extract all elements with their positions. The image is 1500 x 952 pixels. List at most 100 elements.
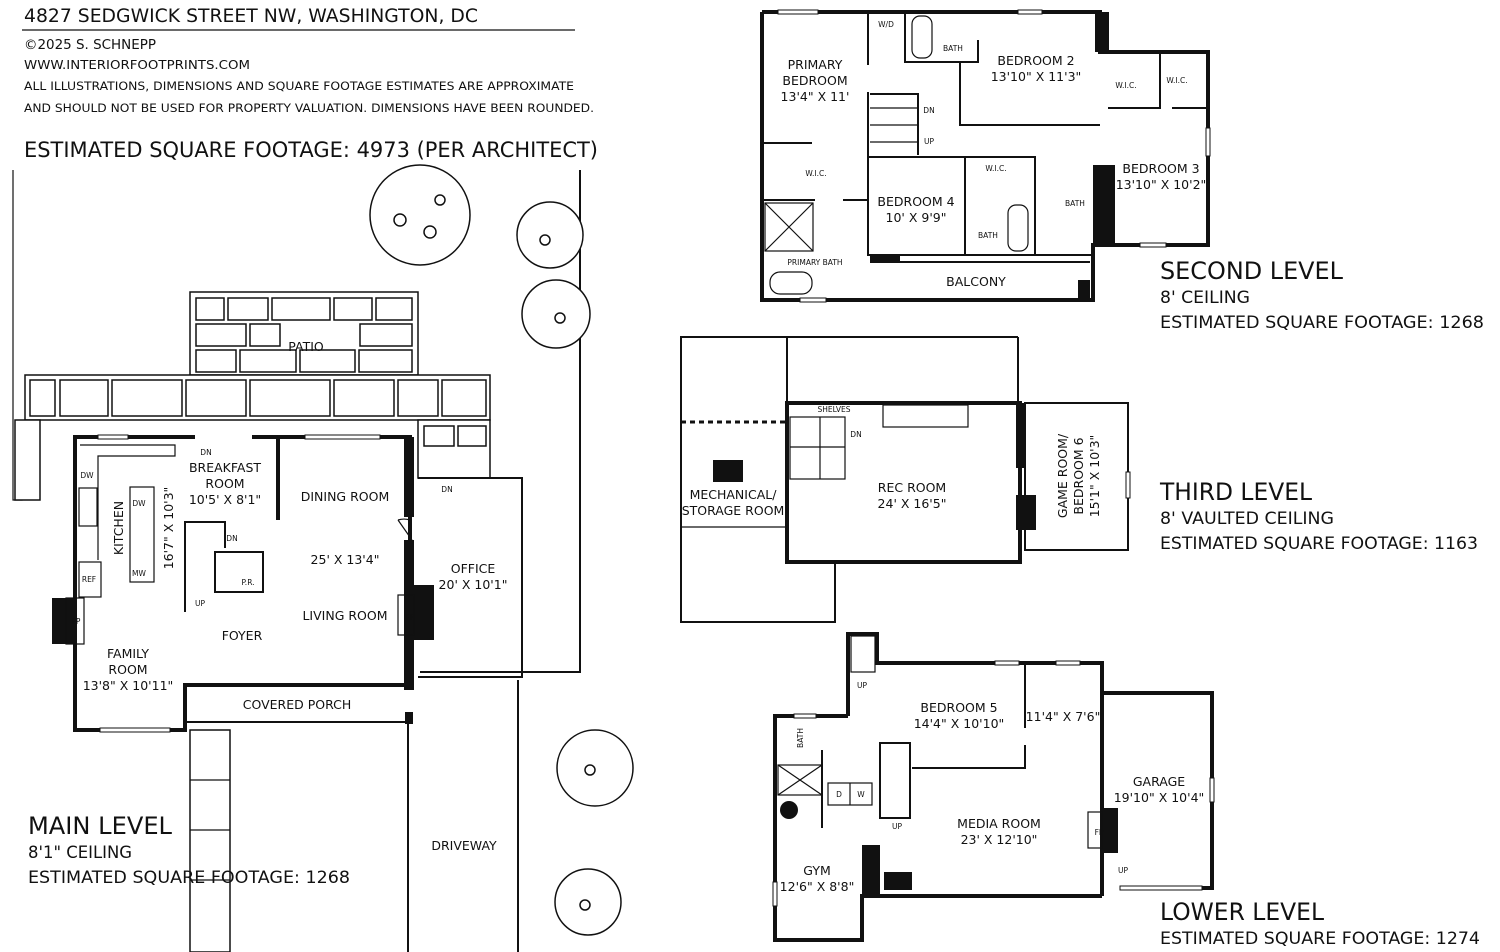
dryer-label: D [836, 790, 842, 799]
second-level-sqft: ESTIMATED SQUARE FOOTAGE: 1268 [1160, 313, 1484, 333]
room-label-breakfast-2: ROOM [205, 476, 244, 491]
window [994, 660, 1020, 666]
window [772, 881, 778, 907]
patio-stones [14, 291, 491, 501]
fireplace-right [414, 585, 434, 640]
window [793, 713, 817, 719]
room-dims-living: 25' X 13'4" [311, 552, 380, 567]
stairs-up-label: UP [195, 599, 205, 608]
door-swing [397, 518, 413, 541]
window [97, 434, 129, 440]
interior-wall [912, 745, 1026, 769]
tree-icon [516, 201, 584, 269]
stairs-down-label: DN [850, 430, 861, 439]
interior-wall [959, 62, 1100, 126]
room-label-game-2: BEDROOM 6 [1071, 437, 1086, 514]
room-label-wic: W.I.C. [985, 164, 1006, 173]
wall-segment [870, 255, 900, 263]
window [1017, 9, 1043, 15]
stairs-down-label: DN [923, 106, 934, 115]
tree-icon [369, 164, 471, 266]
stairs-down-label: DN [200, 448, 211, 457]
window [777, 9, 819, 15]
stairs-up-label: UP [924, 137, 934, 146]
room-dims-bedroom3: 13'10" X 10'2" [1116, 177, 1207, 192]
room-label-mechanical-2: STORAGE ROOM [682, 503, 785, 518]
second-level-ceiling: 8' CEILING [1160, 288, 1250, 308]
wic-wall [1108, 52, 1161, 109]
fireplace-hearth [397, 594, 415, 636]
lower-exterior-wall [846, 632, 1214, 890]
room-dims-office: 20' X 10'1" [439, 577, 508, 592]
shower-icon [777, 764, 823, 796]
room-label-foyer: FOYER [222, 628, 263, 643]
fireplace-hearth [65, 597, 85, 645]
third-level-title: THIRD LEVEL [1159, 478, 1313, 506]
tree-icon [556, 729, 634, 807]
powder-room-wall [214, 551, 264, 593]
dishwasher-label: DW [80, 471, 94, 480]
room-label-media: MEDIA ROOM [957, 816, 1041, 831]
fireplace-label: FP [1095, 828, 1104, 837]
window [1125, 471, 1131, 499]
room-dims-primary: 13'4" X 11' [781, 89, 850, 104]
closet [882, 404, 969, 428]
stairs-up-label: UP [857, 681, 867, 690]
shower-icon [764, 202, 814, 252]
room-label-bedroom4: BEDROOM 4 [877, 194, 954, 209]
range-icon [78, 487, 98, 527]
tree-icon [554, 868, 622, 936]
bathtub-icon [769, 271, 813, 295]
room-label-rec: REC ROOM [878, 480, 946, 495]
room-dims-game: 15'1" X 10'3" [1087, 435, 1102, 518]
room-label-bedroom5: BEDROOM 5 [920, 700, 997, 715]
room-label-primary-bath: PRIMARY BATH [787, 258, 842, 267]
room-dims-bedroom2: 13'10" X 11'3" [991, 69, 1082, 84]
refrigerator-icon [78, 561, 102, 598]
office-wall [418, 477, 523, 678]
lower-exterior-wall [773, 714, 1102, 942]
room-label-powder: P.R. [241, 578, 254, 587]
fireplace-label: FP [406, 613, 415, 622]
window [99, 727, 171, 733]
room-dims-alcove: 11'4" X 7'6" [1026, 709, 1101, 724]
disclaimer-line-2: AND SHOULD NOT BE USED FOR PROPERTY VALU… [24, 101, 594, 115]
bathtub-icon [1007, 204, 1029, 252]
room-dims-garage: 19'10" X 10'4" [1114, 790, 1205, 805]
total-square-footage: ESTIMATED SQUARE FOOTAGE: 4973 (PER ARCH… [24, 138, 598, 162]
address-title: 4827 SEDGWICK STREET NW, WASHINGTON, DC [24, 5, 478, 27]
room-label-bedroom3: BEDROOM 3 [1122, 161, 1199, 176]
main-level-ceiling: 8'1" CEILING [28, 843, 132, 863]
water-heater-icon [780, 801, 798, 819]
window [1209, 777, 1215, 803]
room-label-patio: PATIO [288, 339, 324, 354]
room-label-breakfast: BREAKFAST [189, 460, 261, 475]
stairs [789, 416, 846, 480]
room-dims-gym: 12'6" X 8'8" [780, 879, 855, 894]
room-label-dining: DINING ROOM [301, 489, 390, 504]
room-label-primary-2: BEDROOM [782, 73, 847, 88]
room-dims-bedroom4: 10' X 9'9" [886, 210, 947, 225]
wall-segment [405, 712, 413, 724]
kitchen-island [129, 486, 155, 583]
lower-level-title: LOWER LEVEL [1160, 898, 1325, 926]
rec-room-wall [785, 401, 1022, 564]
wall-segment [404, 437, 414, 517]
room-label-mechanical: MECHANICAL/ [690, 487, 778, 502]
wall-segment [1100, 808, 1118, 853]
interior-wall [868, 156, 1036, 255]
room-label-wic: W.I.C. [805, 169, 826, 178]
room-dims-kitchen: 16'7" X 10'3" [161, 487, 176, 570]
room-label-living: LIVING ROOM [302, 608, 387, 623]
fireplace-left [52, 598, 77, 644]
room-label-primary: PRIMARY [788, 57, 843, 72]
refrigerator-label: REF [82, 575, 96, 584]
fireplace-label: FP [72, 617, 81, 626]
third-level-plan: MECHANICAL/ STORAGE ROOM SHELVES DN REC … [680, 336, 1478, 623]
room-label-garage: GARAGE [1133, 774, 1185, 789]
stairs-up-label: UP [1118, 866, 1128, 875]
bath-wall [904, 12, 979, 63]
fireplace-hearth [1087, 811, 1103, 849]
room-dims-rec: 24' X 16'5" [878, 496, 947, 511]
